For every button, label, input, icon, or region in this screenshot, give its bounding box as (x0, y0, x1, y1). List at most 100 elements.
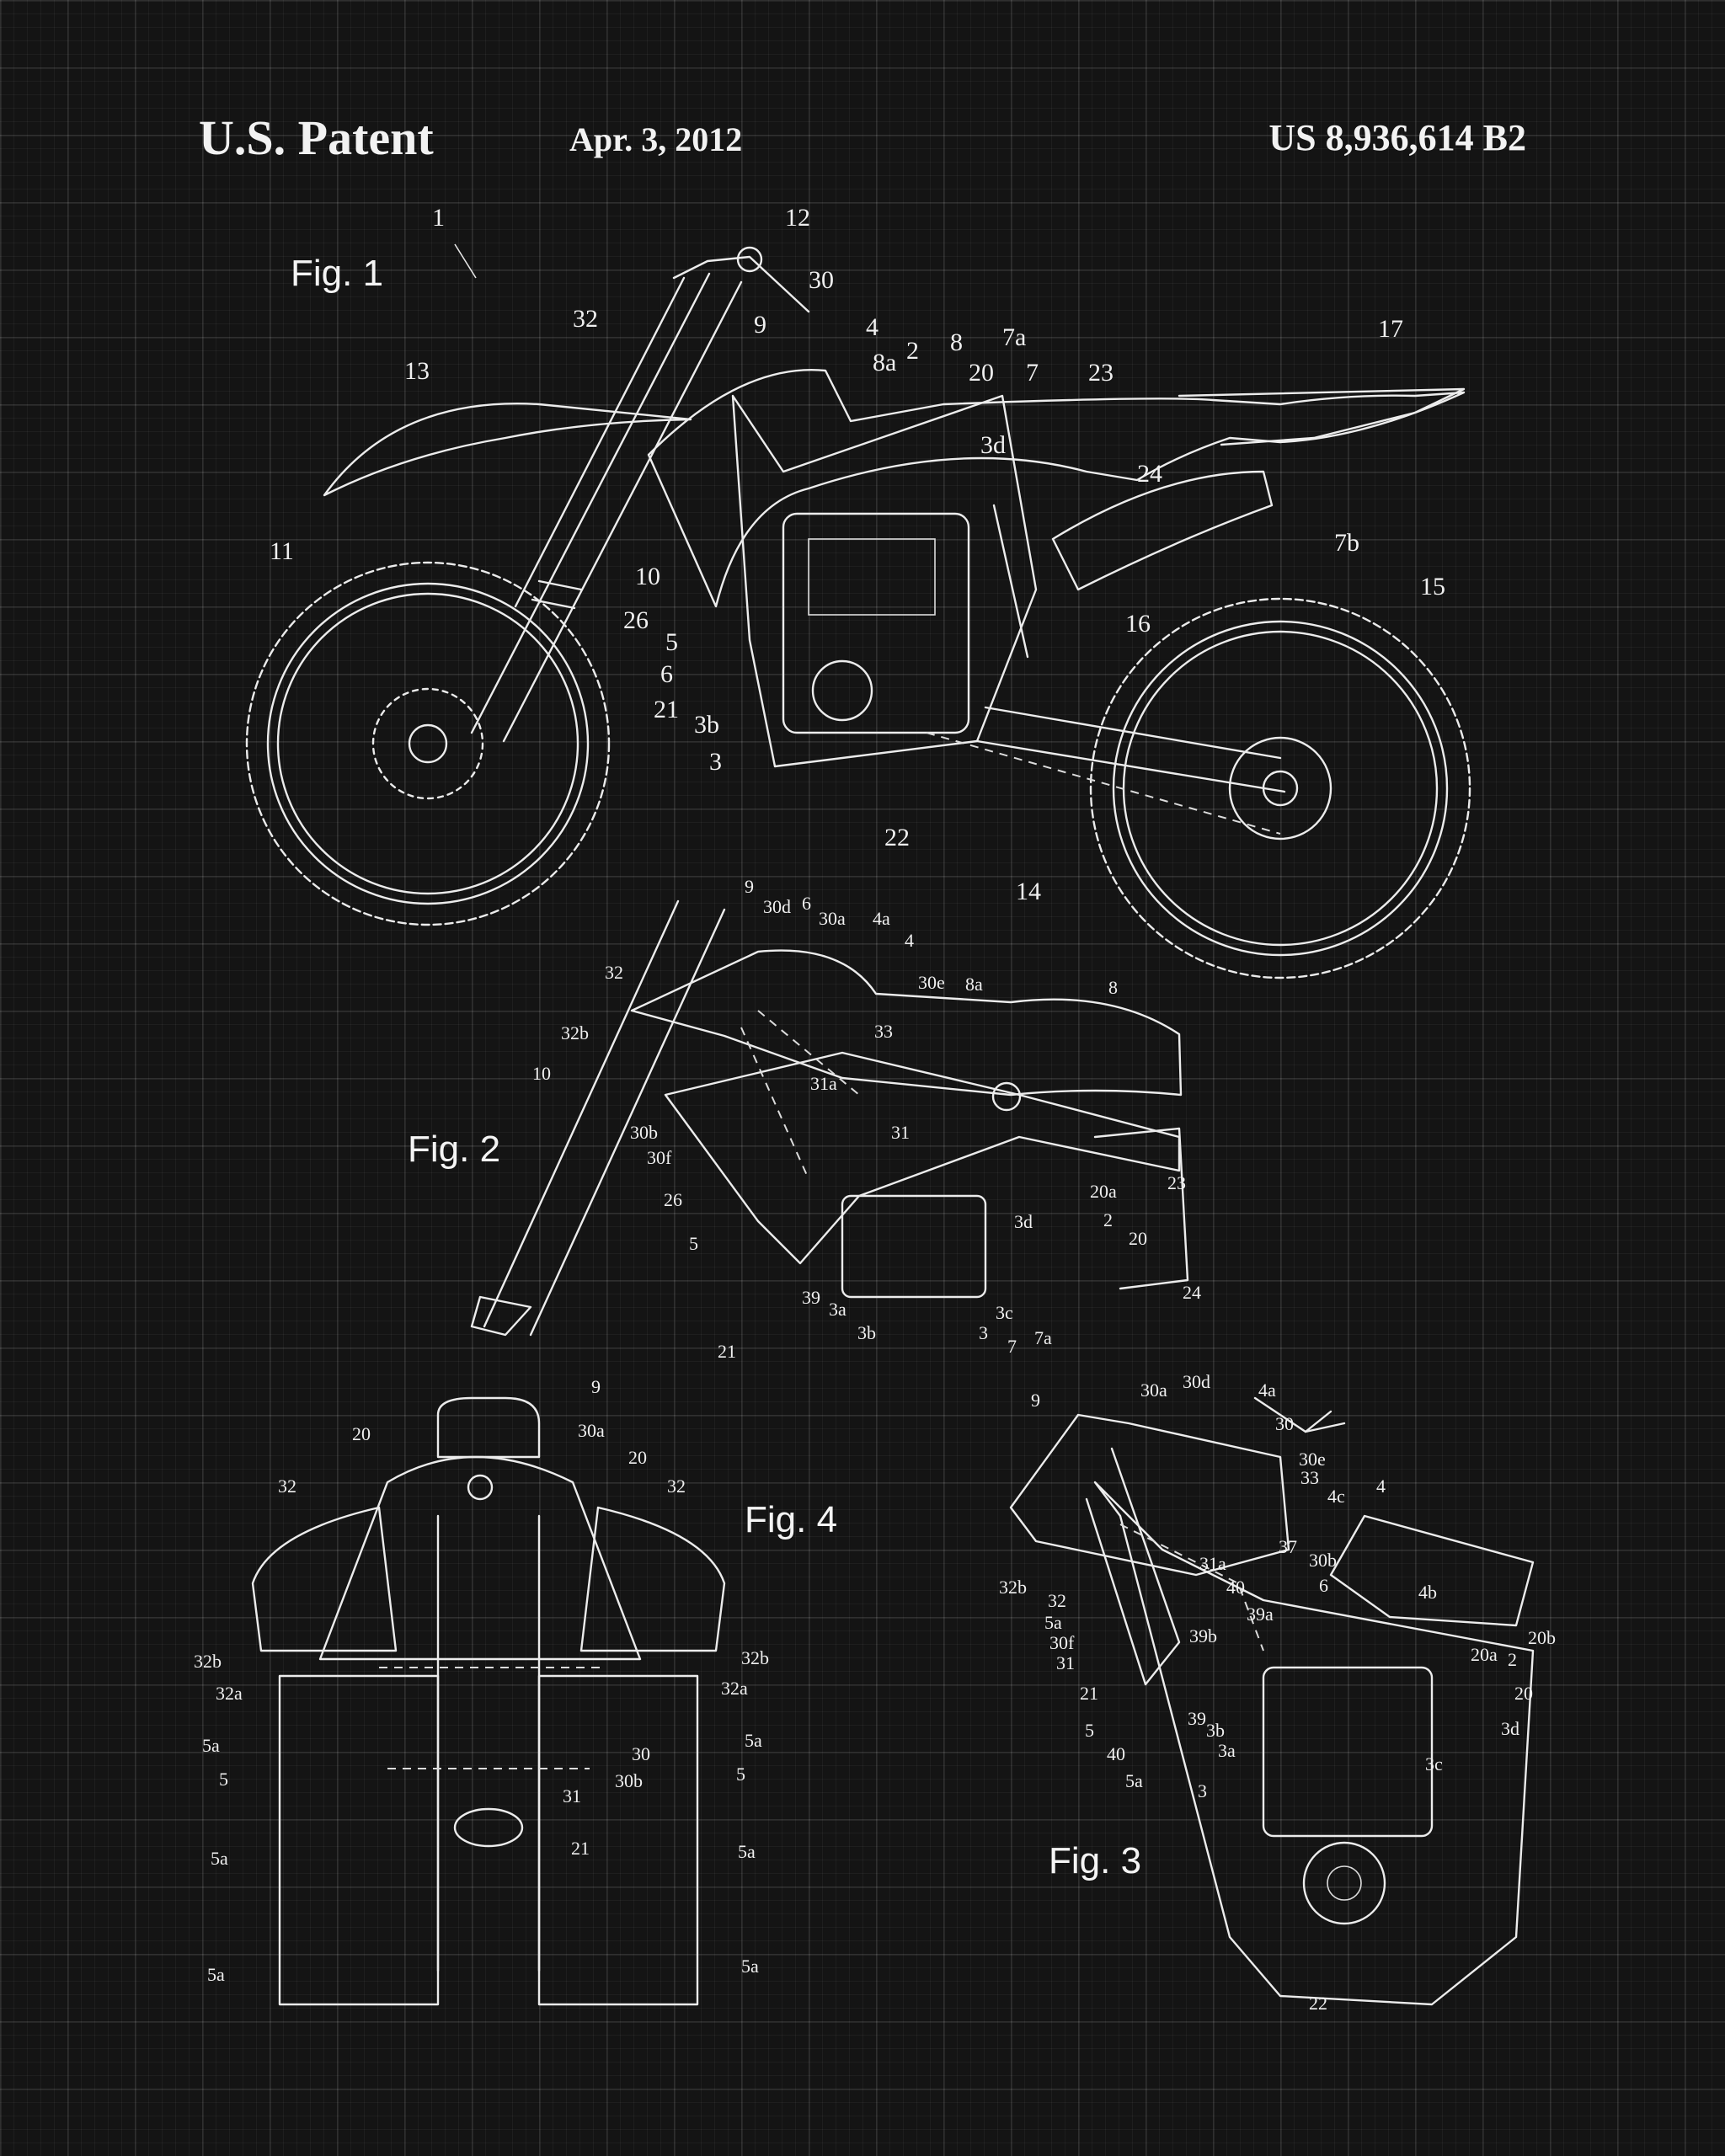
ref3-40: 40 (1226, 1577, 1245, 1598)
ref4-30: 30 (632, 1743, 650, 1764)
ref4-5ar: 5a (745, 1730, 762, 1751)
ref3-5: 5 (1085, 1720, 1094, 1741)
fig3-fuel-tank (1009, 1413, 1290, 1577)
ref3-3a: 3a (1218, 1740, 1236, 1761)
ref-5: 5 (665, 628, 678, 656)
ref3-33: 33 (1300, 1467, 1319, 1488)
front-tire-tread (245, 561, 611, 926)
fig4-right-radiator (537, 1674, 699, 2006)
ref3-32: 32 (1048, 1590, 1066, 1611)
ref3-20: 20 (1514, 1683, 1533, 1704)
ref3-4c: 4c (1327, 1486, 1345, 1507)
ref-17: 17 (1378, 315, 1403, 343)
patent-title: U.S. Patent (199, 110, 434, 165)
fig2-frame-drawing (470, 899, 1189, 1337)
ref3-5a2: 5a (1125, 1770, 1143, 1791)
ref4-5a: 5a (202, 1735, 220, 1756)
ref-11: 11 (270, 537, 294, 565)
fig4-bolt (467, 1474, 494, 1501)
ref4-32a: 32a (216, 1683, 243, 1704)
fig3-frame (1093, 1481, 1535, 2006)
ref3-20b: 20b (1528, 1627, 1556, 1648)
ref-23: 23 (1088, 359, 1114, 387)
ref3-40b: 40 (1107, 1743, 1125, 1764)
rear-fender (1178, 387, 1466, 446)
fig1-label: Fig. 1 (291, 253, 384, 294)
handlebar-grip (736, 246, 763, 273)
ref3-31: 31 (1056, 1652, 1075, 1673)
fig4-reference-numerals: 9 20 30a 20 32 32 32b 32b 32a 32a 5a 5a … (194, 1376, 769, 1985)
fig4-hidden-lines (379, 1667, 606, 1769)
ref-3: 3 (709, 748, 722, 776)
main-frame (731, 394, 1038, 768)
ref4-5a3r: 5a (741, 1956, 759, 1977)
ref2-30d: 30d (763, 896, 791, 917)
ref2-24: 24 (1183, 1282, 1201, 1303)
drive-chain (926, 732, 1281, 835)
ref-26: 26 (623, 606, 649, 634)
front-fork (470, 272, 743, 743)
ref-16: 16 (1125, 610, 1151, 638)
ref3-21: 21 (1080, 1683, 1098, 1704)
ref2-8a: 8a (965, 974, 983, 995)
ref-7a: 7a (1002, 323, 1026, 351)
ref4-31: 31 (563, 1785, 581, 1806)
ref3-3b: 3b (1206, 1720, 1225, 1741)
swing-arm (975, 706, 1286, 793)
ref2-33: 33 (874, 1021, 893, 1042)
ref3-39b: 39b (1189, 1625, 1217, 1646)
ref-6: 6 (660, 660, 673, 688)
ref3-32b: 32b (999, 1577, 1027, 1598)
ref4-5r: 5 (736, 1764, 745, 1785)
fig3-steering-tube (1085, 1447, 1181, 1686)
ref3-30: 30 (1275, 1413, 1294, 1434)
ref2-3a: 3a (829, 1299, 846, 1320)
ref2-3b: 3b (857, 1322, 876, 1343)
ref2-3: 3 (979, 1322, 988, 1343)
ref2-39: 39 (802, 1287, 820, 1308)
exhaust-muffler (1051, 470, 1274, 591)
front-brake-disc (371, 687, 484, 800)
ref-1: 1 (432, 204, 445, 232)
ref-9: 9 (754, 311, 766, 339)
ref-30: 30 (809, 266, 834, 294)
ref-32: 32 (573, 305, 598, 333)
fig3-cylinder-head (1262, 1666, 1434, 1838)
ref3-30f: 30f (1049, 1632, 1075, 1653)
ref-20: 20 (969, 359, 994, 387)
fig4-left-radiator (278, 1674, 440, 2006)
fig4-downtube (436, 1514, 541, 1972)
ref2-4a: 4a (873, 908, 890, 929)
ref-8a: 8a (873, 349, 896, 376)
fig2-fork-bottom (470, 1295, 532, 1337)
ref4-32b: 32b (194, 1651, 222, 1672)
ref2-6: 6 (802, 893, 811, 914)
engine-block (782, 512, 970, 734)
ref2-23: 23 (1167, 1172, 1186, 1193)
fig2-front-fork (483, 899, 726, 1337)
fig2-hidden-ducts (740, 1010, 860, 1180)
ref4-9: 9 (591, 1376, 601, 1397)
rear-shock (992, 504, 1029, 659)
ref4-21: 21 (571, 1838, 590, 1859)
ref-14: 14 (1016, 878, 1041, 905)
fig3-arrow-head (1304, 1410, 1346, 1433)
ref2-21: 21 (718, 1341, 736, 1362)
fig2-rear-subframe (1093, 1127, 1189, 1290)
ref3-30b: 30b (1309, 1550, 1337, 1571)
fig3-crank-hub (1327, 1865, 1362, 1901)
fig4-left-shroud (251, 1506, 398, 1652)
front-hub (408, 723, 448, 764)
handlebar (672, 255, 810, 313)
ref2-30a: 30a (819, 908, 846, 929)
ref3-37: 37 (1279, 1536, 1297, 1557)
ref-3d: 3d (980, 431, 1006, 459)
front-rim (276, 592, 579, 895)
fig2-label: Fig. 2 (408, 1129, 501, 1170)
ref3-3: 3 (1198, 1780, 1207, 1801)
fig3-reference-numerals: 9 30a 30d 4a 30 30e 33 4c 4 32b 32 31a 3… (999, 1371, 1556, 2014)
ref2-31a: 31a (810, 1073, 837, 1094)
rear-tire (1112, 620, 1449, 957)
ref2-26: 26 (664, 1189, 682, 1210)
